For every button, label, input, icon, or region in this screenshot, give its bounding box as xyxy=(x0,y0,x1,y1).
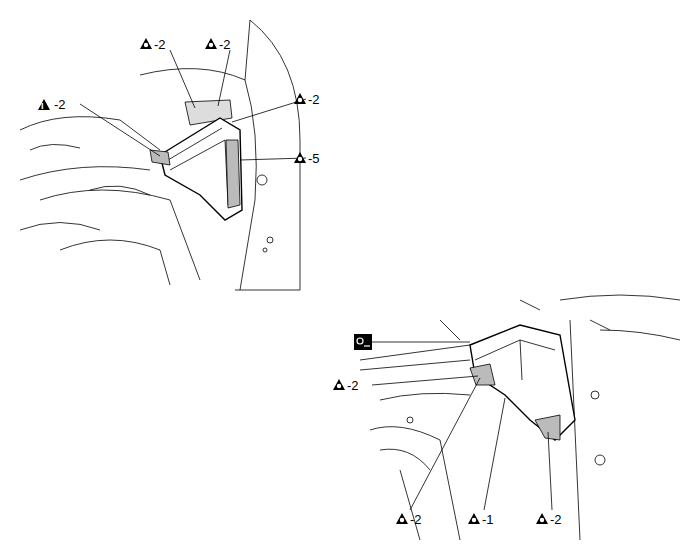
callout-number: -1 xyxy=(482,513,494,526)
callout-number: -2 xyxy=(219,38,231,51)
callout-number: -2 xyxy=(347,379,359,392)
callout-number: -2 xyxy=(410,513,422,526)
callout-number: -2 xyxy=(308,93,320,106)
callout-number: -2 xyxy=(550,513,562,526)
callout-number: -2 xyxy=(54,98,66,111)
callout-number: -5 xyxy=(308,152,320,165)
callout-number: -2 xyxy=(154,38,166,51)
symbol-letter: I xyxy=(41,102,44,111)
